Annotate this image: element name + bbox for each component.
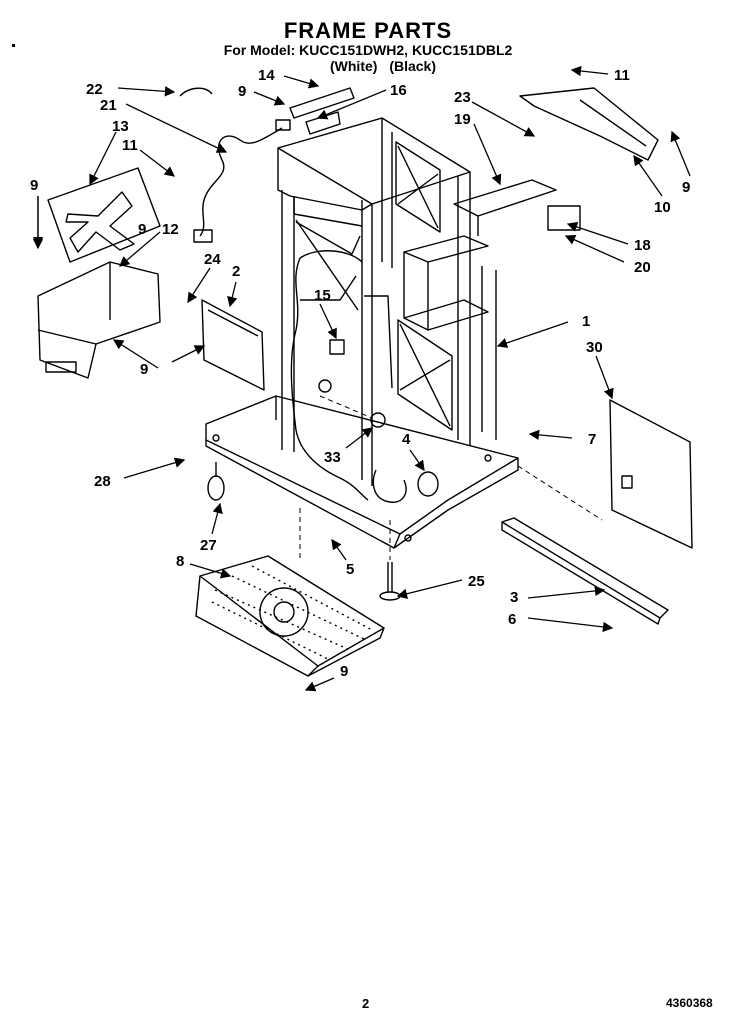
wire-clip bbox=[179, 87, 213, 97]
callout-19: 19 bbox=[454, 111, 471, 128]
callout-7: 7 bbox=[588, 431, 596, 448]
callout-9: 9 bbox=[682, 179, 690, 196]
alignment-lines bbox=[299, 395, 603, 562]
diagram-title: FRAME PARTS bbox=[283, 18, 453, 43]
callout-22: 22 bbox=[86, 81, 103, 98]
power-cord bbox=[193, 119, 291, 243]
callout-8: 8 bbox=[176, 553, 184, 570]
top-bracket bbox=[519, 87, 659, 161]
corner-mark bbox=[12, 44, 15, 47]
leveling-leg bbox=[379, 562, 401, 601]
model-line: For Model: KUCC151DWH2, KUCC151DBL2 bbox=[223, 42, 513, 58]
callout-25: 25 bbox=[468, 573, 485, 590]
access-panel bbox=[201, 299, 265, 391]
callout-1: 1 bbox=[582, 313, 590, 330]
callout-21: 21 bbox=[100, 97, 117, 114]
callout-24: 24 bbox=[204, 251, 221, 268]
color-variants: (White) (Black) bbox=[330, 58, 436, 74]
drain-motor bbox=[417, 471, 439, 497]
callout-6: 6 bbox=[508, 611, 516, 628]
document-number: 4360368 bbox=[666, 996, 713, 1010]
door-switch bbox=[329, 339, 345, 355]
callout-2: 2 bbox=[232, 263, 240, 280]
callout-9: 9 bbox=[140, 361, 148, 378]
thermostat bbox=[370, 412, 386, 428]
terminal-block bbox=[289, 87, 355, 135]
frame-cabinet bbox=[205, 117, 557, 549]
callout-9: 9 bbox=[138, 221, 146, 238]
callout-16: 16 bbox=[390, 82, 407, 99]
callout-5: 5 bbox=[346, 561, 354, 578]
callout-9: 9 bbox=[238, 83, 246, 100]
page-number: 2 bbox=[362, 996, 370, 1011]
callout-9: 9 bbox=[340, 663, 348, 680]
callout-labels: 22 21 13 11 9 14 9 16 23 19 11 9 10 9 12… bbox=[30, 67, 690, 680]
right-panel bbox=[609, 399, 693, 549]
left-side-panel bbox=[47, 167, 161, 263]
callout-10: 10 bbox=[654, 199, 671, 216]
callout-13: 13 bbox=[112, 118, 129, 135]
trim-rail bbox=[501, 517, 669, 625]
door-latch bbox=[547, 205, 581, 231]
callout-23: 23 bbox=[454, 89, 471, 106]
caster bbox=[207, 462, 225, 501]
leader-lines bbox=[32, 65, 691, 692]
callout-33: 33 bbox=[324, 449, 341, 466]
callout-20: 20 bbox=[634, 259, 651, 276]
callout-3: 3 bbox=[510, 589, 518, 606]
wiring-cover bbox=[37, 261, 161, 379]
callout-9: 9 bbox=[30, 177, 38, 194]
callout-30: 30 bbox=[586, 339, 603, 356]
callout-11: 11 bbox=[122, 137, 138, 154]
callout-14: 14 bbox=[258, 67, 275, 84]
callout-15: 15 bbox=[314, 287, 331, 304]
callout-18: 18 bbox=[634, 237, 651, 254]
callout-11: 11 bbox=[614, 67, 630, 84]
callout-27: 27 bbox=[200, 537, 217, 554]
callout-4: 4 bbox=[402, 431, 411, 448]
callout-28: 28 bbox=[94, 473, 111, 490]
callout-12: 12 bbox=[162, 221, 179, 238]
base-pan bbox=[195, 555, 385, 677]
